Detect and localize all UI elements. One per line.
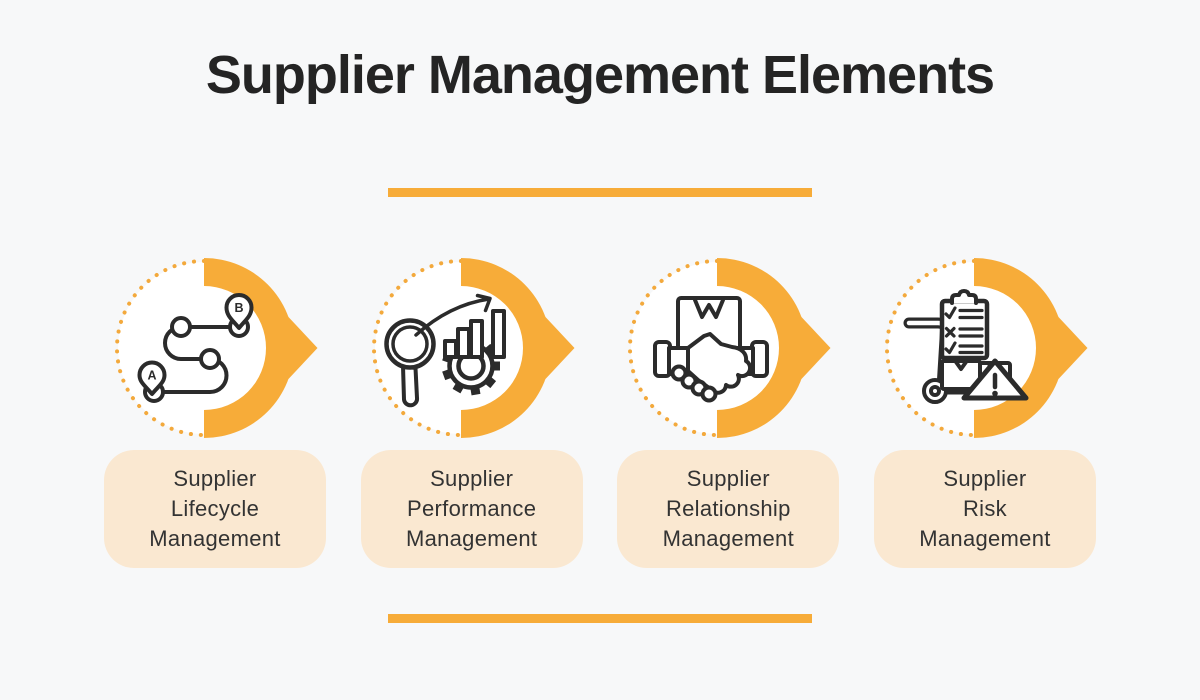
handshake-package-icon <box>628 256 833 440</box>
route-a-to-b-icon: B A <box>115 256 320 440</box>
label-supplier-relationship-management: Supplier Relationship Management <box>617 450 840 568</box>
label-text: Supplier Performance Management <box>405 466 538 551</box>
label-text: Supplier Lifecycle Management <box>149 466 281 551</box>
page-title: Supplier Management Elements <box>205 45 995 105</box>
checklist-clipboard-icon <box>939 289 990 361</box>
top-divider-bar <box>388 188 812 197</box>
pin-a-icon <box>137 360 167 396</box>
pin-a-label: A <box>147 369 156 383</box>
magnifier-bar-chart-gear-icon <box>371 256 577 440</box>
check-mark-icon <box>944 306 957 320</box>
label-text: Supplier Relationship Management <box>662 466 795 551</box>
pin-b-icon <box>224 293 254 330</box>
label-text: Supplier Risk Management <box>919 466 1051 551</box>
label-supplier-risk-management: Supplier Risk Management <box>873 450 1096 568</box>
x-mark-icon <box>944 326 956 338</box>
element-card-risk: Supplier Risk Management <box>870 252 1100 568</box>
growth-arrow-icon <box>413 293 492 337</box>
element-card-performance: Supplier Performance Management <box>357 252 587 568</box>
label-supplier-performance-management: Supplier Performance Management <box>360 450 583 568</box>
label-supplier-lifecycle-management: Supplier Lifecycle Management <box>104 450 326 568</box>
element-card-lifecycle: B A Supplier Lifecycle Management <box>100 252 330 568</box>
elements-row: B A Supplier Lifecycle Management <box>100 252 1100 568</box>
check-mark-icon <box>944 341 957 355</box>
bottom-divider-bar <box>388 614 812 623</box>
element-card-relationship: Supplier Relationship Management <box>613 252 843 568</box>
handshake-icon <box>653 332 770 403</box>
bar-chart-icon <box>442 309 506 359</box>
pin-b-label: B <box>234 301 243 315</box>
hand-truck-checklist-warning-icon <box>884 256 1090 440</box>
warning-triangle-icon <box>961 358 1029 401</box>
